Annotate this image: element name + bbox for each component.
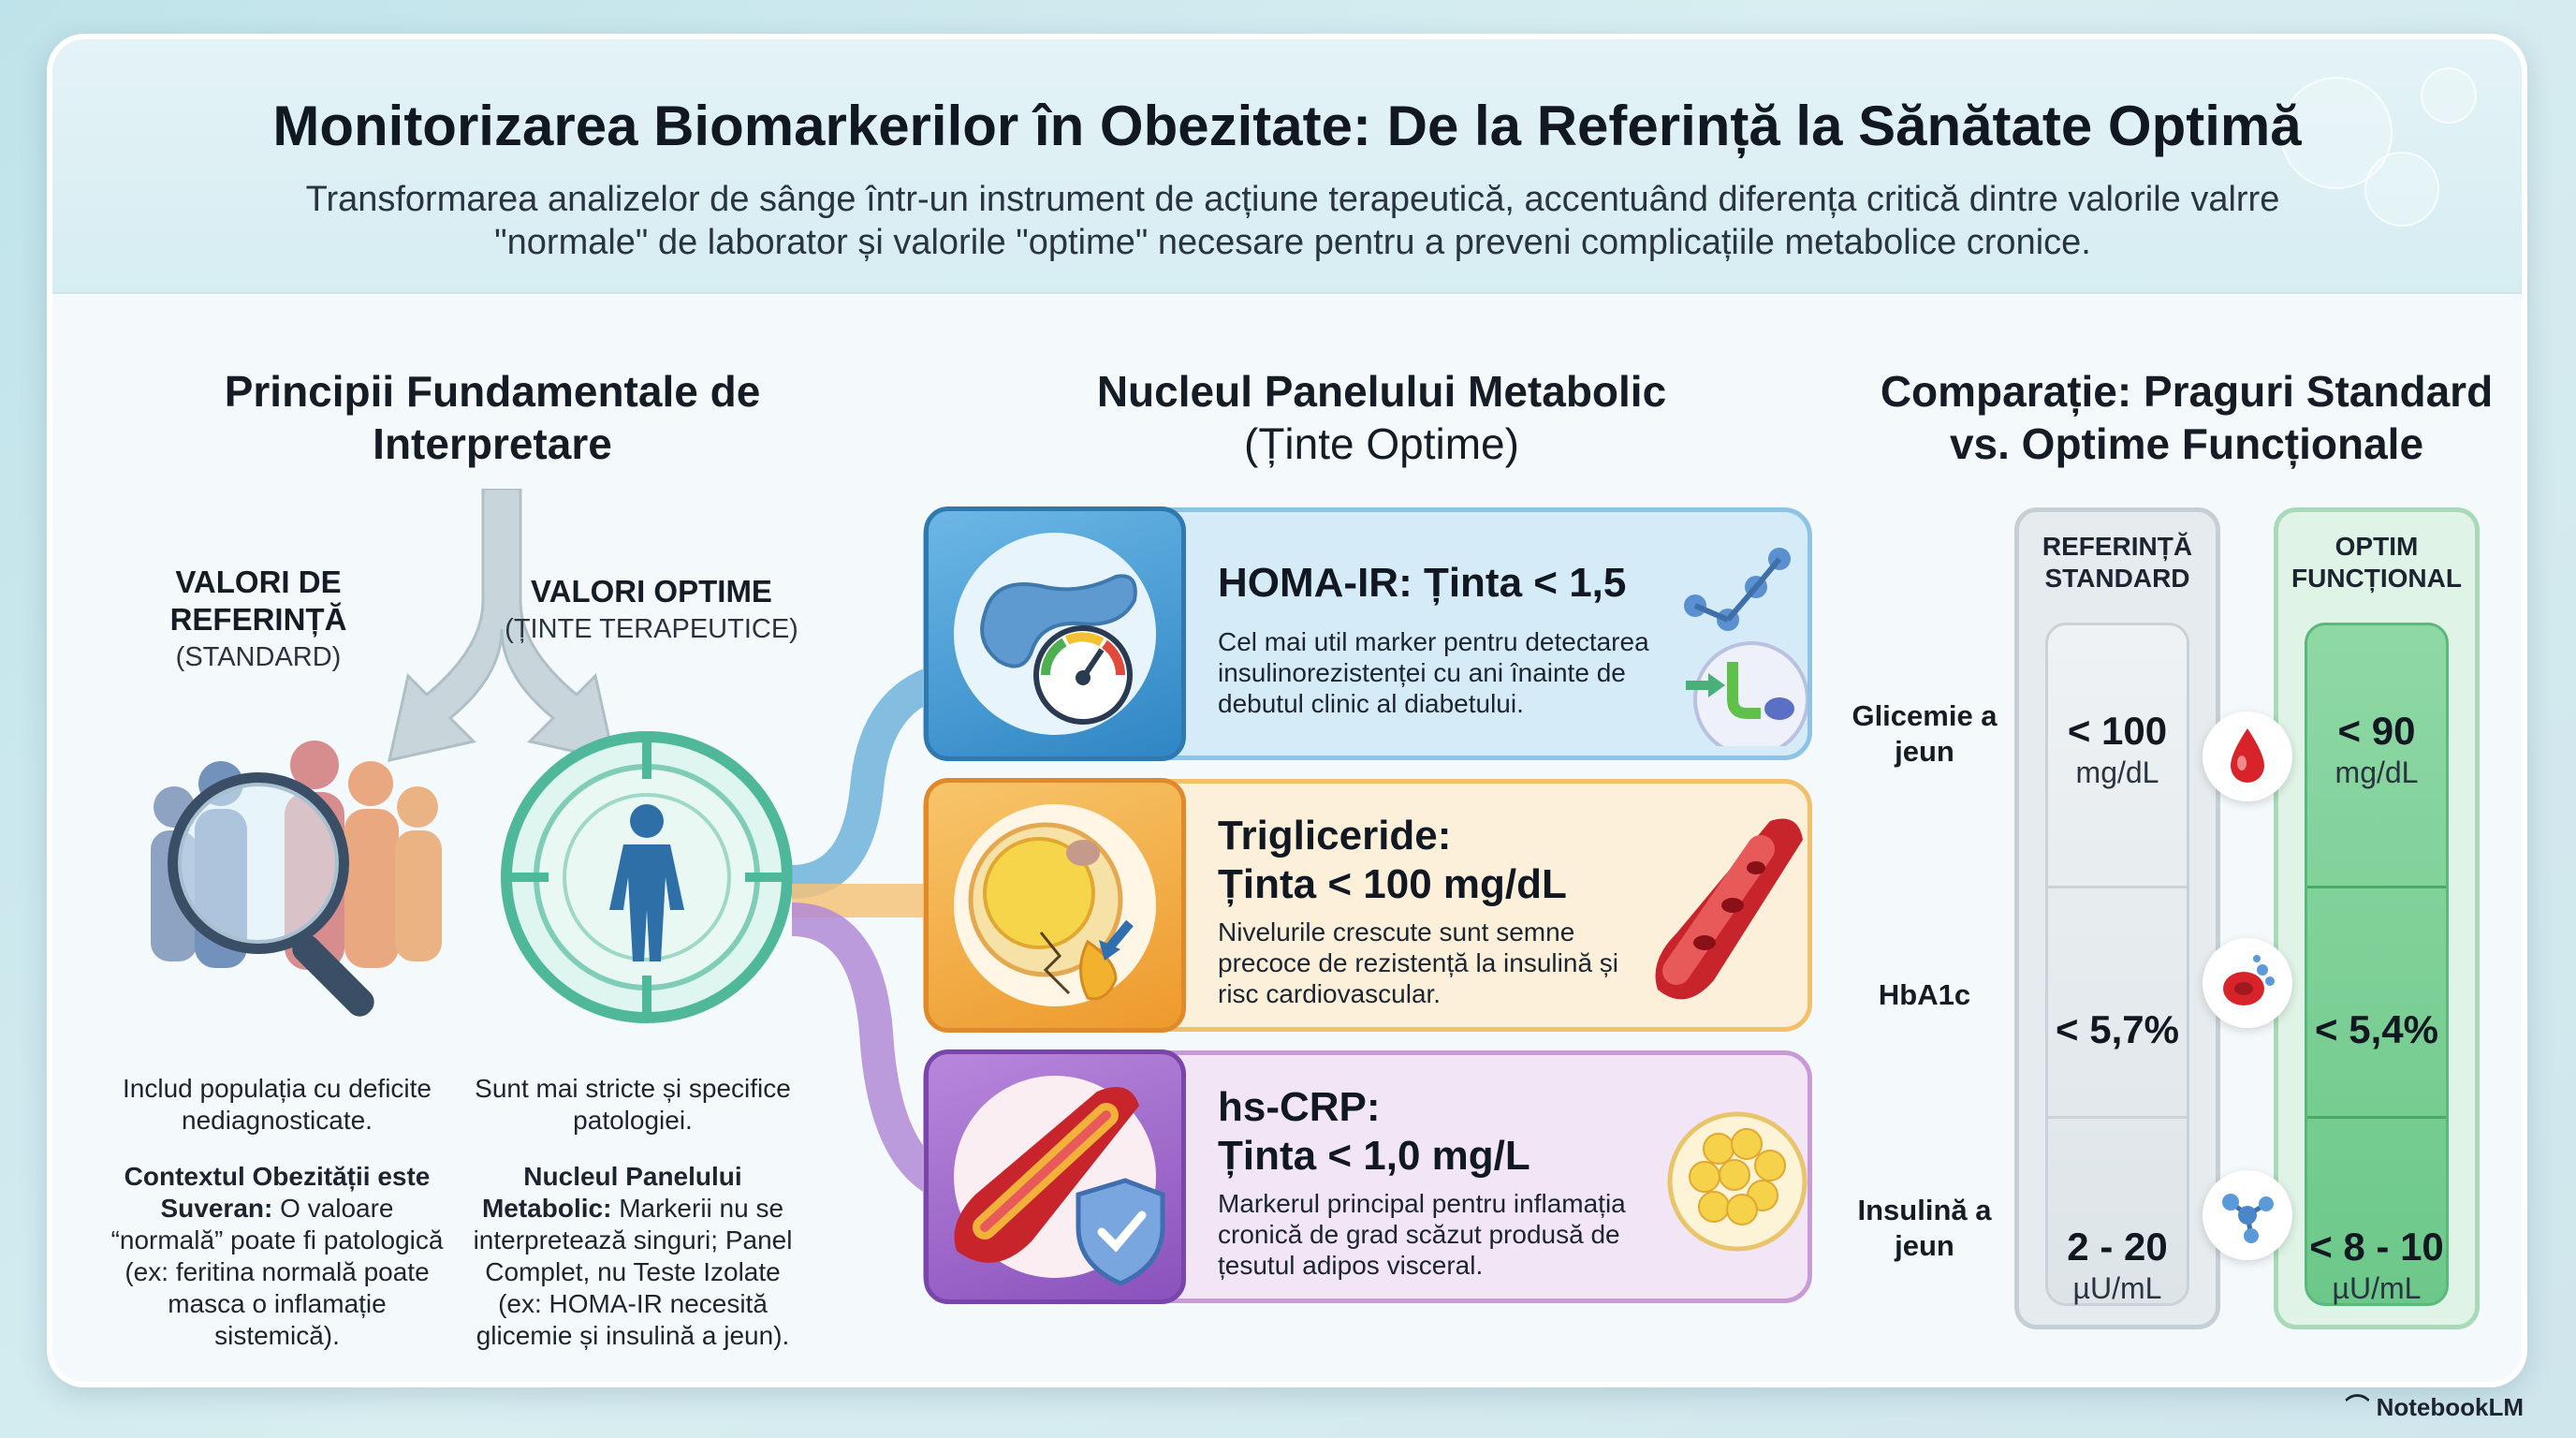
adipose-tissue-icon (1667, 1111, 1808, 1252)
page-title: Monitorizarea Biomarkerilor în Obezitate… (272, 95, 2302, 157)
homa-ir-text: Cel mai util marker pentru detectarea in… (1218, 627, 1649, 718)
page-subtitle: Transformarea analizelor de sânge într-u… (305, 180, 2280, 262)
row-label-glicemie: Glicemie a jeun (1852, 699, 1998, 768)
standard-bar (2045, 623, 2189, 1306)
reference-desc: Includ populația cu deficite nediagnosti… (123, 1074, 432, 1135)
molecule-icon (2203, 1170, 2292, 1260)
blood-drop-icon (2203, 712, 2292, 801)
target-person-icon (501, 731, 793, 1023)
optimal-value-hba1c: < 5,4% (2315, 1007, 2438, 1051)
optimal-bar (2305, 623, 2449, 1306)
optimal-desc: Sunt mai stricte și specifice patologiei… (475, 1074, 791, 1135)
red-blood-cell-icon (2203, 938, 2292, 1028)
pancreas-gauge-icon (924, 506, 1186, 761)
hs-crp-card: hs-CRP:Ținta < 1,0 mg/L Markerul princip… (923, 1049, 1812, 1304)
split-arrow-icon (388, 489, 616, 762)
left-heading: Principii Fundamentale de Interpretare (224, 367, 761, 468)
hs-crp-title: hs-CRP:Ținta < 1,0 mg/L (1218, 1084, 1530, 1179)
blood-vessel-icon (1655, 818, 1803, 1000)
homa-ir-title: HOMA-IR: Ținta < 1,5 (1218, 560, 1627, 606)
triglycerides-card: Trigliceride:Ținta < 100 mg/dL Niveluril… (923, 778, 1812, 1033)
inflamed-vessel-shield-icon (924, 1049, 1186, 1304)
header: Monitorizarea Biomarkerilor în Obezitate… (52, 39, 2522, 294)
brand-label: ⌒ NotebookLM (2345, 1393, 2524, 1421)
fat-cell-icon (924, 778, 1186, 1033)
insulin-receptor-icon (1684, 548, 1808, 746)
standard-value-hba1c: < 5,7% (2056, 1007, 2179, 1051)
optimal-column-header: OPTIM FUNCȚIONAL (2291, 532, 2462, 593)
row-label-insulina: Insulină a jeun (1857, 1194, 1992, 1262)
reference-label: VALORI DE REFERINȚĂ (STANDARD) (169, 565, 347, 672)
row-label-hba1c: HbA1c (1878, 978, 1971, 1011)
hs-crp-text: Markerul principal pentru inflamația cro… (1218, 1189, 1626, 1280)
standard-column: REFERINȚĂ STANDARD (2014, 507, 2220, 1329)
infographic-card: Monitorizarea Biomarkerilor în Obezitate… (47, 34, 2527, 1387)
optimal-label: VALORI OPTIME (ȚINTE TERAPEUTICE) (505, 574, 798, 644)
reference-note: Contextul Obezității este Suveran: O val… (110, 1162, 444, 1350)
decorative-bubble (2280, 77, 2393, 189)
brand-icon: ⌒ (2345, 1393, 2377, 1421)
standard-column-header: REFERINȚĂ STANDARD (2042, 532, 2193, 593)
homa-ir-card: HOMA-IR: Ținta < 1,5 Cel mai util marker… (923, 506, 1812, 761)
triglycerides-text: Nivelurile crescute sunt semne precoce d… (1218, 917, 1619, 1008)
optimal-column: OPTIM FUNCȚIONAL (2274, 507, 2480, 1329)
optimal-note: Nucleul Panelului Metabolic: Markerii nu… (473, 1162, 793, 1350)
decorative-bubble (2421, 67, 2477, 124)
decorative-bubble (2364, 152, 2439, 227)
triglycerides-title: Trigliceride:Ținta < 100 mg/dL (1218, 813, 1567, 907)
population-magnifier-icon (151, 741, 442, 1017)
right-heading: Comparație: Praguri Standard vs. Optime … (1880, 367, 2494, 468)
middle-heading: Nucleul Panelului Metabolic (Ținte Optim… (1096, 367, 1667, 468)
